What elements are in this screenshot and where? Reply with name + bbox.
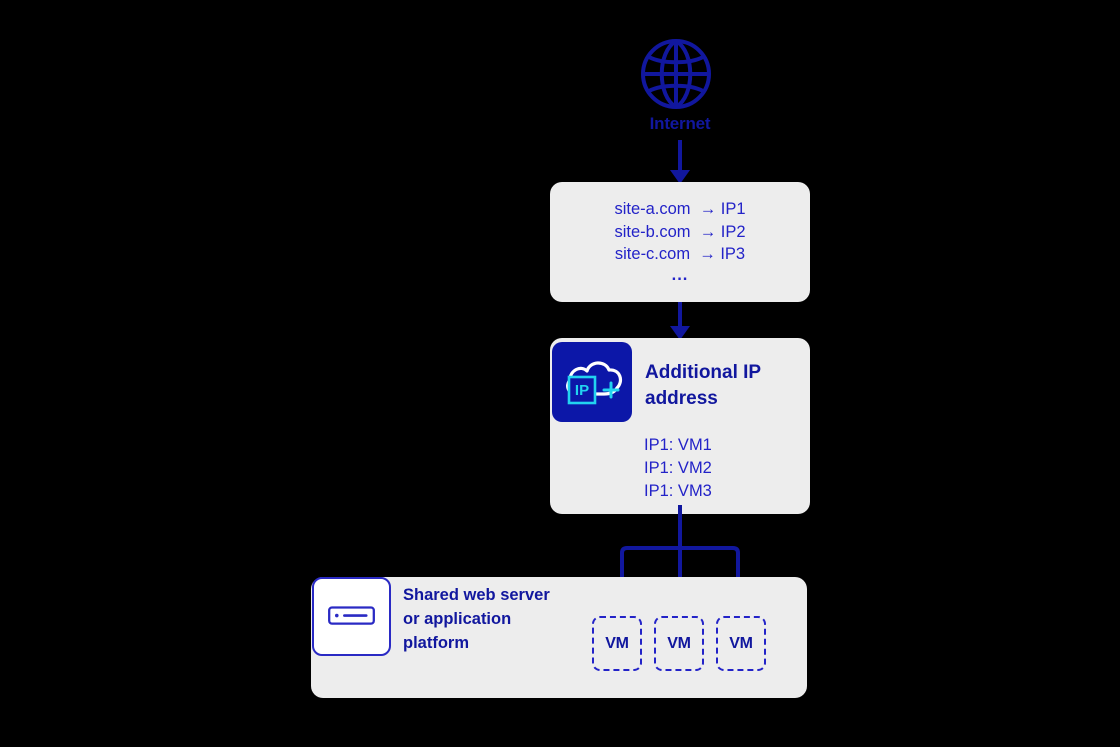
platform-title: Shared web server or application platfor… — [403, 583, 593, 655]
ip-vm-mapping-list: IP1: VM1 IP1: VM2 IP1: VM3 — [644, 434, 804, 503]
vm-label: VM — [667, 634, 691, 652]
shared-platform-panel: Shared web server or application platfor… — [311, 577, 807, 698]
additional-ip-title-line2: address — [645, 388, 718, 409]
ip-vm-mapping-row: IP1: VM3 — [644, 482, 712, 500]
platform-title-line1: Shared web server — [403, 586, 550, 604]
vm-box: VM — [716, 616, 766, 671]
internet-label: Internet — [649, 114, 711, 133]
platform-title-line2: or application — [403, 610, 512, 628]
ip-vm-mapping-row: IP1: VM2 — [644, 459, 712, 477]
cloud-ip-plus-icon: IP — [552, 342, 632, 422]
arrow-dns-to-additional-ip — [670, 302, 690, 340]
svg-text:IP: IP — [575, 382, 589, 399]
dns-record-row: site-a.com → IP1 — [614, 200, 746, 218]
additional-ip-title-line1: Additional IP — [645, 362, 762, 383]
ip-vm-mapping-row: IP1: VM1 — [644, 436, 712, 454]
dns-ellipsis: ... — [671, 266, 689, 284]
arrow-internet-to-dns — [670, 140, 690, 184]
server-icon — [312, 577, 391, 656]
vm-box: VM — [592, 616, 642, 671]
vm-label: VM — [605, 634, 629, 652]
dns-record-row: site-b.com → IP2 — [614, 222, 746, 241]
dns-record-row: site-c.com → IP3 — [614, 245, 746, 263]
globe-icon — [641, 39, 711, 109]
platform-title-line3: platform — [403, 634, 469, 652]
additional-ip-panel: IP Additional IP address IP1: VM1 IP1: V… — [550, 338, 810, 514]
dns-records-panel: site-a.com → IP1 site-b.com → IP2 site-c… — [550, 182, 810, 302]
vm-box: VM — [654, 616, 704, 671]
additional-ip-title: Additional IP address — [645, 360, 795, 412]
dns-record-list: site-a.com → IP1 site-b.com → IP2 site-c… — [550, 198, 810, 266]
internet-node: Internet — [600, 30, 760, 180]
vm-label: VM — [729, 634, 753, 652]
